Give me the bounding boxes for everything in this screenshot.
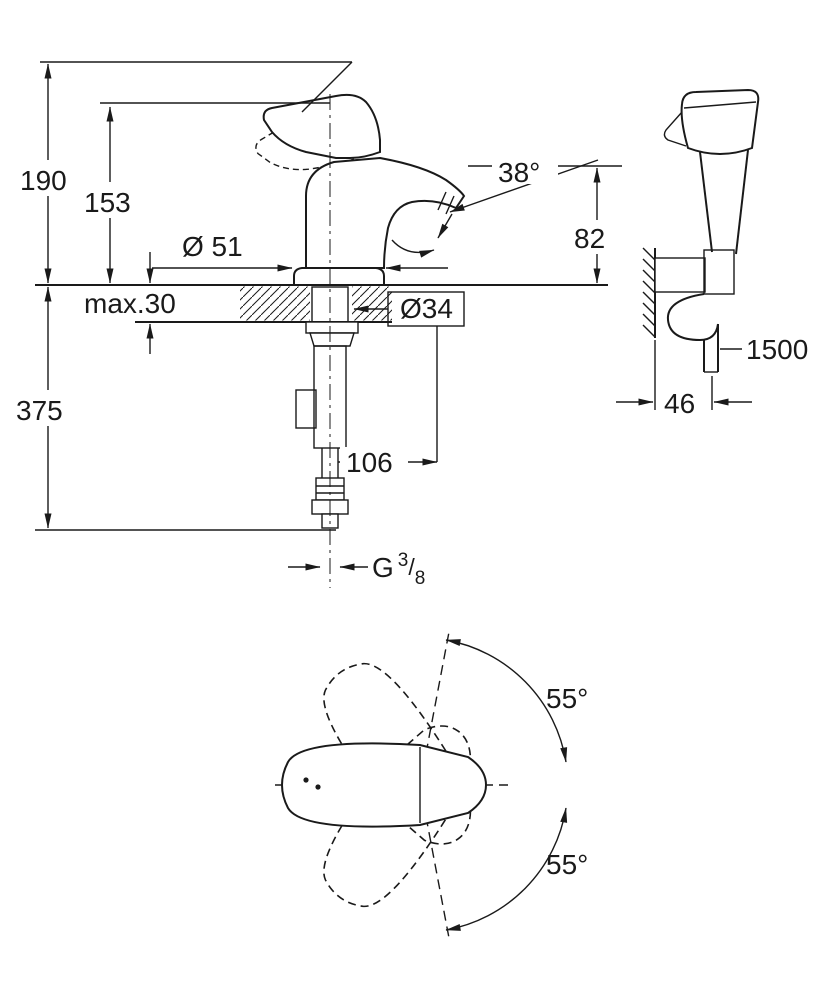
label-holder-depth: 46: [664, 388, 695, 419]
shower-handle-right: [735, 149, 749, 255]
handle-dot-1: [303, 777, 309, 783]
mounting-nut: [309, 332, 355, 347]
counter-hatch-right: [352, 286, 392, 321]
stream-arrow: [437, 213, 453, 239]
faucet-base: [293, 267, 385, 286]
wall-hatch: [642, 247, 656, 338]
shower-head: [680, 88, 760, 155]
label-spout-angle: 38°: [498, 157, 540, 188]
hand-shower-view: [642, 88, 760, 373]
faucet-lever: [262, 93, 381, 159]
wall-holder: [654, 257, 706, 293]
shower-handle-left: [699, 151, 713, 253]
handle-top-view: [275, 631, 568, 939]
handle-grip: [703, 249, 735, 295]
faucet-side-view: [35, 61, 608, 588]
aerator-line-1: [437, 191, 447, 211]
dim-38-leader: [449, 159, 599, 213]
thread-sup: 3: [398, 550, 409, 571]
arc-55-lower: [445, 807, 568, 931]
label-hole-diameter: Ø34: [400, 293, 453, 324]
label-swing-upper: 55°: [546, 683, 588, 714]
label-height-total: 190: [20, 165, 67, 196]
label-bg-82: [564, 220, 626, 254]
handle-center-position: [281, 742, 488, 828]
handle-dot-2: [315, 784, 321, 790]
shower-face-line: [683, 101, 757, 109]
label-aerator-height: 82: [574, 223, 605, 254]
swivel-arrow: [391, 239, 435, 258]
label-height-spout: 153: [84, 187, 131, 218]
label-height-below: 375: [16, 395, 63, 426]
label-bg-153: [78, 182, 146, 218]
hose-clip: [295, 389, 317, 429]
label-bg-190: [14, 160, 82, 196]
label-hose-length: 1500: [746, 334, 808, 365]
label-bg-375: [10, 390, 80, 426]
faucet-body-spout: [305, 156, 466, 269]
hose-bend: [666, 293, 719, 342]
mounting-flange: [305, 321, 359, 334]
label-base-diameter: Ø 51: [182, 231, 243, 262]
thread-sub: 8: [415, 568, 426, 589]
label-swing-lower: 55°: [546, 849, 588, 880]
label-bg-106: [340, 447, 408, 477]
arc-55-upper: [445, 639, 568, 763]
shower-trigger: [663, 111, 687, 147]
thread-prefix: G: [372, 552, 394, 583]
thread-slash: /: [408, 554, 415, 580]
label-hose-offset: 106: [346, 447, 393, 478]
counter-hatch-left: [240, 286, 310, 321]
dimension-labels: 190 153 375 max.30 Ø 51 Ø34 38° 82 106 G…: [10, 154, 808, 880]
label-max-thickness: max.30: [84, 288, 176, 319]
label-bg-38: [492, 154, 558, 184]
